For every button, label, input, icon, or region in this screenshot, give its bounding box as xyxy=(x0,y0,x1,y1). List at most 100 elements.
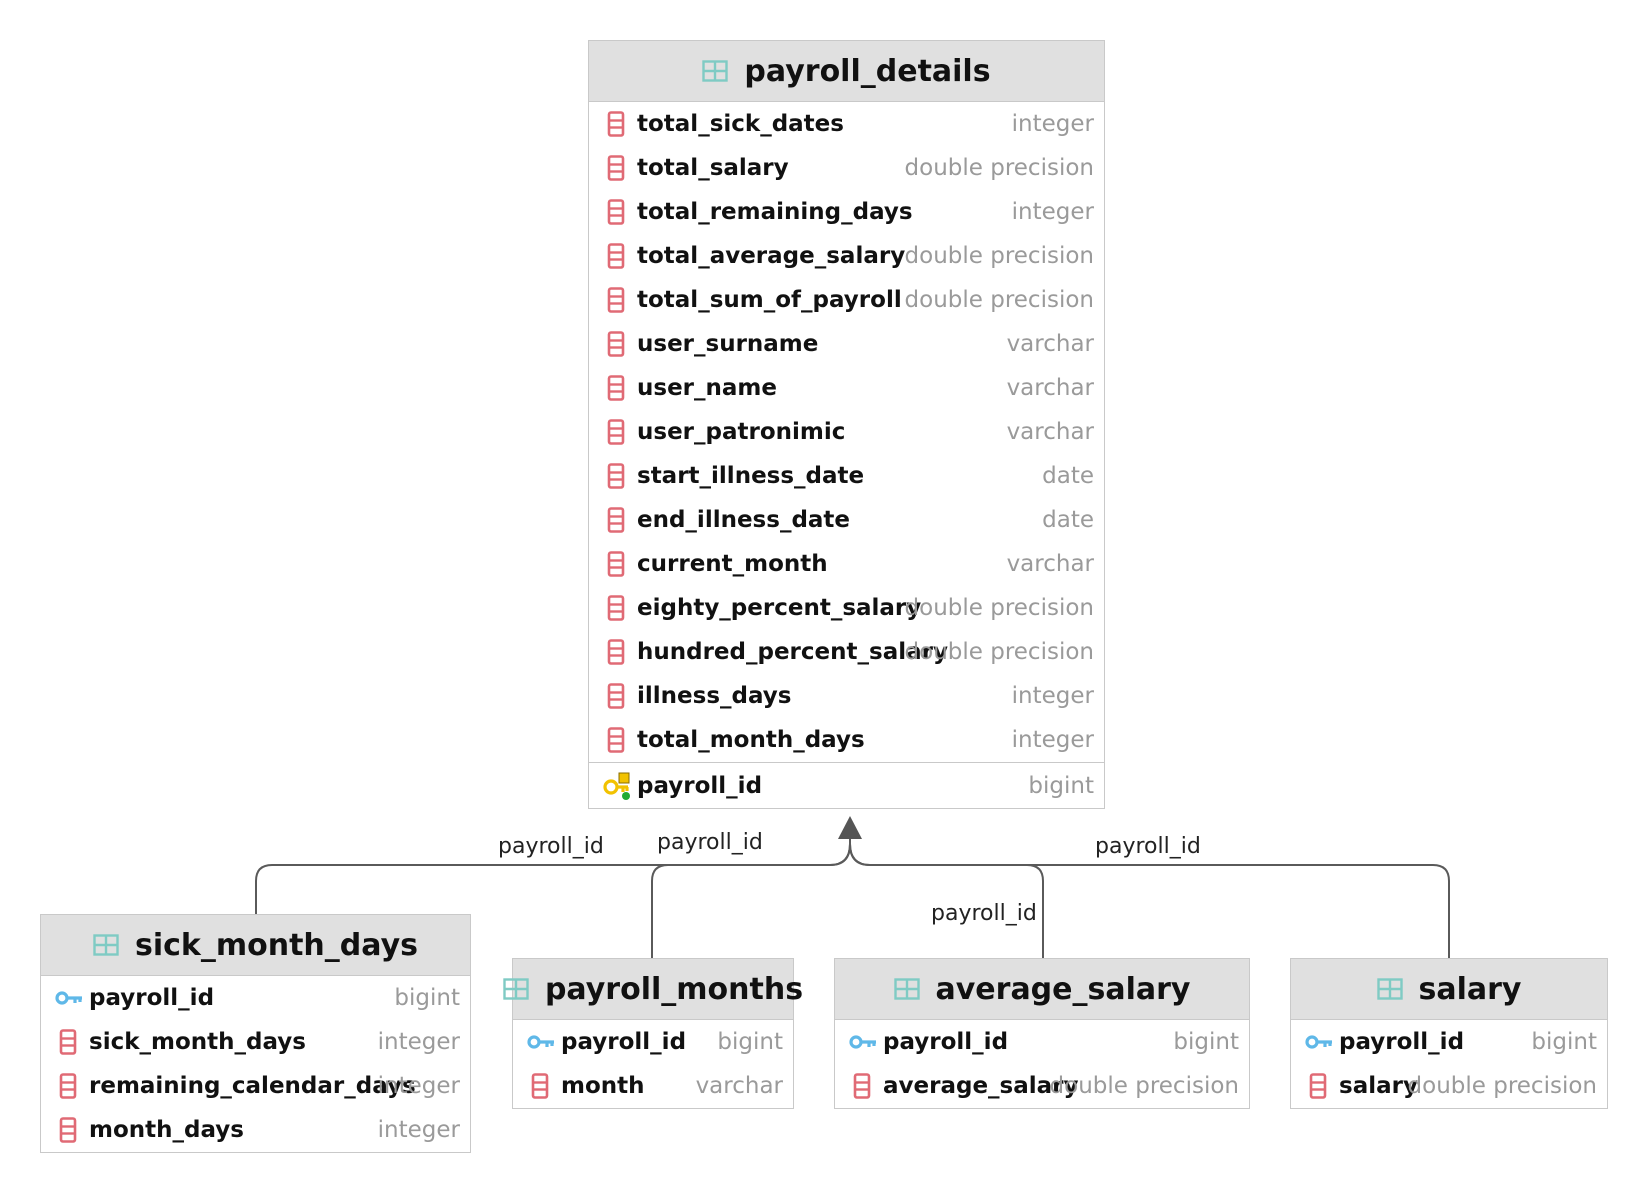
column-icon xyxy=(603,595,629,621)
column-icon xyxy=(55,1073,81,1099)
column-name: total_sum_of_payroll xyxy=(637,287,902,313)
column-icon xyxy=(603,243,629,269)
column-type: double precision xyxy=(904,287,1094,313)
column-icon xyxy=(603,639,629,665)
column-name: hundred_percent_salary xyxy=(637,639,948,665)
table-header[interactable]: salary xyxy=(1291,959,1607,1020)
column-name: total_average_salary xyxy=(637,243,906,269)
column-name: month_days xyxy=(89,1117,244,1143)
column-type: double precision xyxy=(1407,1073,1597,1099)
column-name: user_patronimic xyxy=(637,419,846,445)
column-type: bigint xyxy=(394,985,460,1011)
column-name: total_remaining_days xyxy=(637,199,913,225)
table-icon xyxy=(893,978,920,1000)
table-header[interactable]: average_salary xyxy=(835,959,1249,1020)
column-name: salary xyxy=(1339,1073,1418,1099)
column-type: date xyxy=(1042,463,1094,489)
column-name: eighty_percent_salary xyxy=(637,595,922,621)
table-name: average_salary xyxy=(935,971,1191,1007)
column-type: integer xyxy=(377,1029,460,1055)
connector-label-sick-month-days: payroll_id xyxy=(498,834,604,859)
column-type: date xyxy=(1042,507,1094,533)
connector-label-average-salary: payroll_id xyxy=(931,901,1037,926)
column-row-end-illness-date[interactable]: end_illness_date date xyxy=(589,498,1104,542)
column-icon xyxy=(527,1073,553,1099)
column-type: integer xyxy=(1011,727,1094,753)
column-name: end_illness_date xyxy=(637,507,851,533)
column-row-total-month-days[interactable]: total_month_days integer xyxy=(589,718,1104,762)
column-row-start-illness-date[interactable]: start_illness_date date xyxy=(589,454,1104,498)
connector-salary xyxy=(849,843,1450,958)
column-type: bigint xyxy=(717,1029,783,1055)
table-header[interactable]: sick_month_days xyxy=(41,915,470,976)
table-header[interactable]: payroll_details xyxy=(589,41,1104,102)
column-type: integer xyxy=(1011,111,1094,137)
connector-arrowhead xyxy=(838,816,862,839)
column-row-month-days[interactable]: month_days integer xyxy=(41,1108,470,1152)
column-icon xyxy=(603,683,629,709)
column-type: bigint xyxy=(1028,772,1094,799)
column-type: integer xyxy=(1011,683,1094,709)
column-row-payroll-id[interactable]: payroll_id bigint xyxy=(589,762,1104,808)
column-row-user-patronimic[interactable]: user_patronimic varchar xyxy=(589,410,1104,454)
column-name: payroll_id xyxy=(1339,1029,1465,1055)
column-type: double precision xyxy=(904,243,1094,269)
column-type: integer xyxy=(377,1117,460,1143)
column-icon xyxy=(603,463,629,489)
table-name: payroll_details xyxy=(744,53,991,89)
column-name: remaining_calendar_days xyxy=(89,1073,416,1099)
table-icon xyxy=(93,934,119,956)
column-name: user_surname xyxy=(637,331,819,357)
table-header[interactable]: payroll_months xyxy=(503,959,803,1020)
key-icon xyxy=(55,985,82,1011)
column-icon xyxy=(603,111,629,137)
column-name: month xyxy=(561,1073,645,1099)
connector-label-payroll-months: payroll_id xyxy=(657,830,763,855)
column-type: varchar xyxy=(1006,419,1094,445)
column-type: double precision xyxy=(904,639,1094,665)
column-icon xyxy=(603,155,629,181)
column-icon xyxy=(603,419,629,445)
column-name: start_illness_date xyxy=(637,463,865,489)
table-name: salary xyxy=(1418,971,1522,1007)
column-icon xyxy=(55,1029,81,1055)
key-icon xyxy=(527,1029,554,1055)
column-type: bigint xyxy=(1173,1029,1239,1055)
column-type: double precision xyxy=(904,155,1094,181)
column-name: current_month xyxy=(637,551,828,577)
connector-label-salary: payroll_id xyxy=(1095,834,1201,859)
column-name: total_month_days xyxy=(637,727,865,753)
table-name: sick_month_days xyxy=(134,927,418,963)
